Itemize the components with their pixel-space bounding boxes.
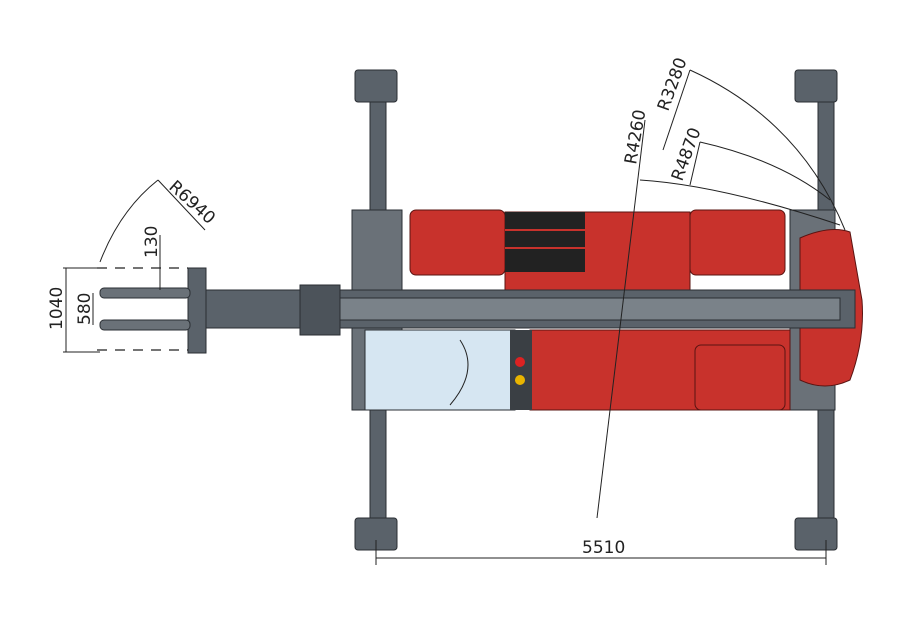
dim-r6940: R6940 — [165, 177, 219, 229]
beacon-light — [515, 375, 525, 385]
dim-r3280: R3280 — [654, 55, 692, 114]
dim-5510: 5510 — [582, 538, 625, 558]
cab-door-frame — [510, 330, 532, 410]
dim-r4260: R4260 — [621, 108, 650, 166]
dim-1040: 1040 — [47, 287, 67, 330]
engine-grille — [505, 212, 585, 272]
boom-head — [299, 284, 341, 336]
fork-carriage — [187, 267, 207, 354]
fork-tine-lower — [99, 319, 191, 331]
grille-slats — [505, 229, 585, 249]
dim-130: 130 — [142, 226, 162, 258]
fork-tine-upper — [99, 287, 191, 299]
dim-r4870: R4870 — [668, 125, 706, 184]
dimension-lines — [63, 69, 846, 565]
dim-580: 580 — [75, 293, 95, 325]
boom-inner — [339, 297, 841, 321]
warning-light — [515, 357, 525, 367]
operator-cab — [364, 329, 516, 411]
